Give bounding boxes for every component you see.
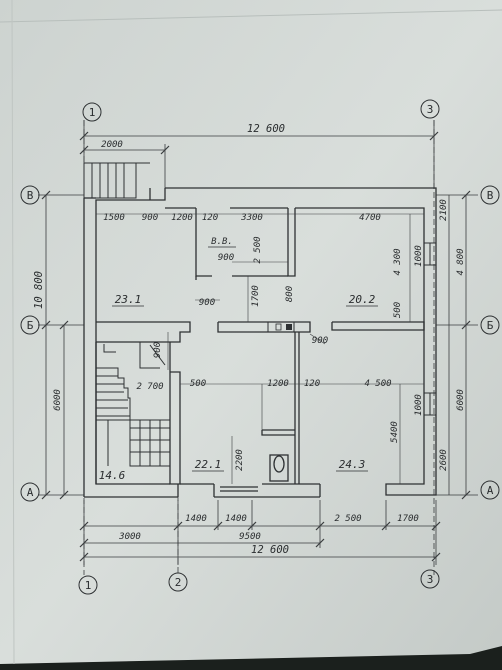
page-edge	[11, 0, 15, 665]
dim-4300: 4 300	[393, 248, 403, 275]
dim-bottom-1400-a: 1400	[185, 514, 207, 524]
dim-bottom-2500: 2 500	[334, 514, 361, 524]
dim-1200-b: 1200	[267, 379, 289, 389]
dim-bottom-1700: 1700	[397, 514, 419, 524]
dim-5400: 5400	[390, 421, 400, 443]
porch-steps	[83, 162, 150, 199]
dim-right-lower: 6000	[456, 389, 466, 411]
dim-right-upper-a: 2100	[439, 199, 449, 221]
dim-bottom-3000: 3000	[118, 532, 141, 542]
axis-label-3-bottom: 3	[427, 573, 434, 586]
axis-label-3-top: 3	[427, 103, 434, 116]
axis-label-a-right: А	[487, 484, 494, 497]
room-area-22: 22.1	[195, 458, 222, 471]
dim-left-lower: 6000	[53, 389, 63, 411]
dim-2500-v: 2 500	[253, 236, 263, 263]
dim-4500: 4 500	[364, 379, 391, 389]
axis-markers	[20, 99, 500, 595]
dim-500-b: 500	[190, 379, 206, 389]
windows-right	[423, 242, 437, 416]
dim-1700-v: 1700	[251, 285, 261, 307]
axis-label-a-left: А	[27, 486, 34, 499]
axis-label-1-top: 1	[89, 106, 96, 119]
dim-bottom-1400-b: 1400	[225, 514, 247, 524]
dim-4700: 4700	[359, 213, 381, 223]
dimension-lines	[38, 120, 478, 575]
dim-900-e: 900	[312, 336, 328, 346]
staircase	[96, 342, 171, 467]
dim-right-upper: 4 800	[456, 248, 466, 275]
dim-2700: 2 700	[136, 382, 163, 392]
dim-3300: 3300	[240, 213, 263, 223]
dim-1200: 1200	[171, 213, 193, 223]
dim-800: 800	[285, 286, 295, 302]
dim-2200: 2200	[235, 449, 245, 471]
dimension-ticks	[41, 131, 471, 562]
chimney	[267, 321, 295, 333]
dim-900-d: 900	[153, 342, 163, 358]
page-fold	[0, 9, 502, 23]
dim-top-porch: 2000	[101, 140, 123, 150]
axis-label-2-bottom: 2	[175, 576, 182, 589]
dim-900-a: 900	[142, 213, 158, 223]
dim-left-total: 10 800	[33, 271, 45, 309]
room-area-23: 23.1	[115, 293, 142, 306]
dim-1000-b: 1000	[414, 394, 424, 416]
dim-bottom-total: 12 600	[251, 544, 289, 556]
dim-500-a: 500	[393, 302, 403, 318]
axis-label-b-right: Б	[487, 319, 494, 332]
dim-1000-a: 1000	[414, 245, 424, 267]
room-area-14: 14.6	[99, 469, 126, 482]
room-area-20: 20.2	[349, 293, 376, 306]
dim-900-b: 900	[218, 253, 234, 263]
dim-1500: 1500	[103, 213, 125, 223]
room-label-bathroom: В.В.	[211, 237, 233, 247]
axis-label-v-right: В	[487, 189, 494, 202]
room-area-24: 24.3	[339, 458, 366, 471]
axis-label-v-left: В	[27, 189, 34, 202]
dim-900-c: 900	[199, 298, 215, 308]
inner-dimension-lines	[96, 213, 424, 484]
dim-right-lower-a: 2600	[439, 449, 449, 471]
dim-120-b: 120	[304, 379, 320, 389]
dim-120-a: 120	[202, 213, 218, 223]
dim-top-total: 12 600	[247, 123, 285, 135]
axis-label-b-left: Б	[27, 319, 34, 332]
axis-label-1-bottom: 1	[85, 579, 92, 592]
dim-bottom-9500: 9500	[239, 532, 261, 542]
